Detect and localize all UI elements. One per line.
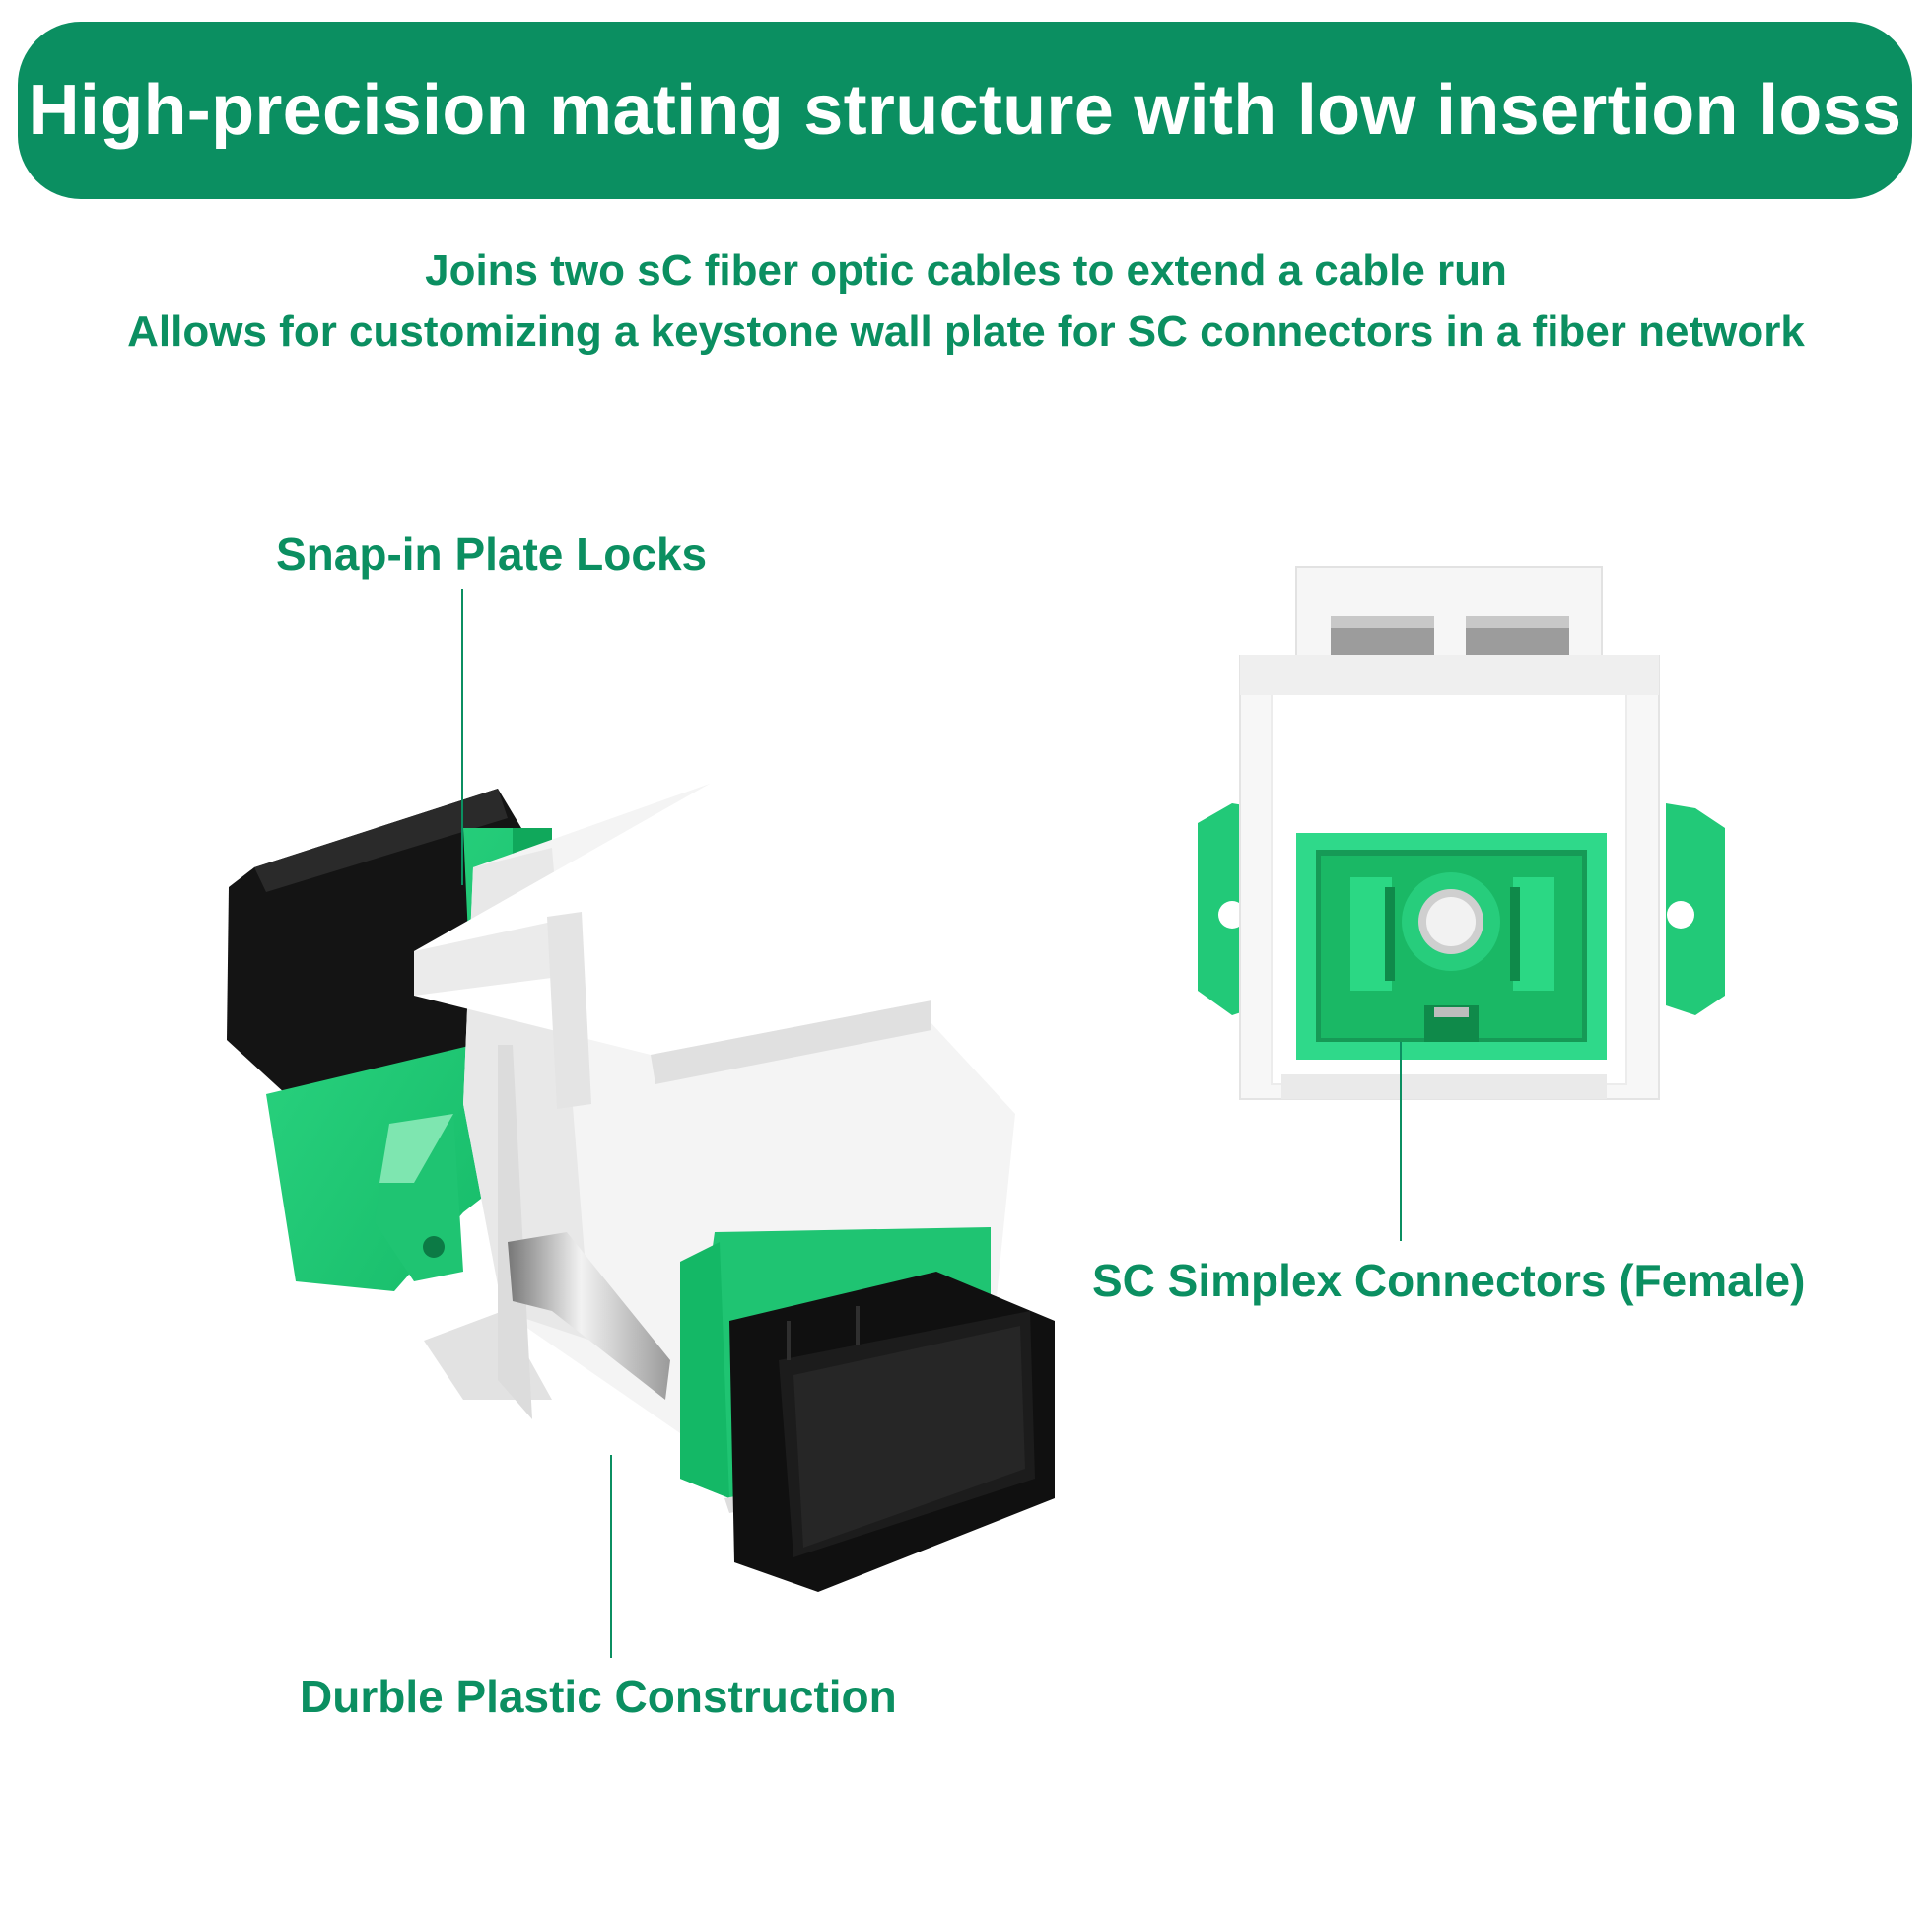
subtitle-line-1: Joins two sC fiber optic cables to exten… — [425, 246, 1507, 295]
front-adapter-view — [1198, 566, 1725, 1100]
right-ear — [1666, 803, 1725, 1015]
leader-line-snap-in — [461, 589, 463, 885]
callout-durable-plastic-construction: Durble Plastic Construction — [300, 1671, 897, 1722]
metal-clip — [508, 1232, 670, 1400]
header-banner: High-precision mating structure with low… — [18, 22, 1912, 199]
callout-snap-in-plate-locks: Snap-in Plate Locks — [276, 528, 708, 580]
angled-adapter-view — [227, 784, 1055, 1592]
subtitle-line-2: Allows for customizing a keystone wall p… — [127, 308, 1805, 356]
page-title: High-precision mating structure with low… — [28, 71, 1902, 150]
snap-in-latch — [414, 784, 932, 1055]
leader-line-construction — [610, 1455, 612, 1658]
callout-sc-simplex-connectors: SC Simplex Connectors (Female) — [1092, 1255, 1806, 1306]
leader-line-connectors — [1400, 1042, 1402, 1241]
